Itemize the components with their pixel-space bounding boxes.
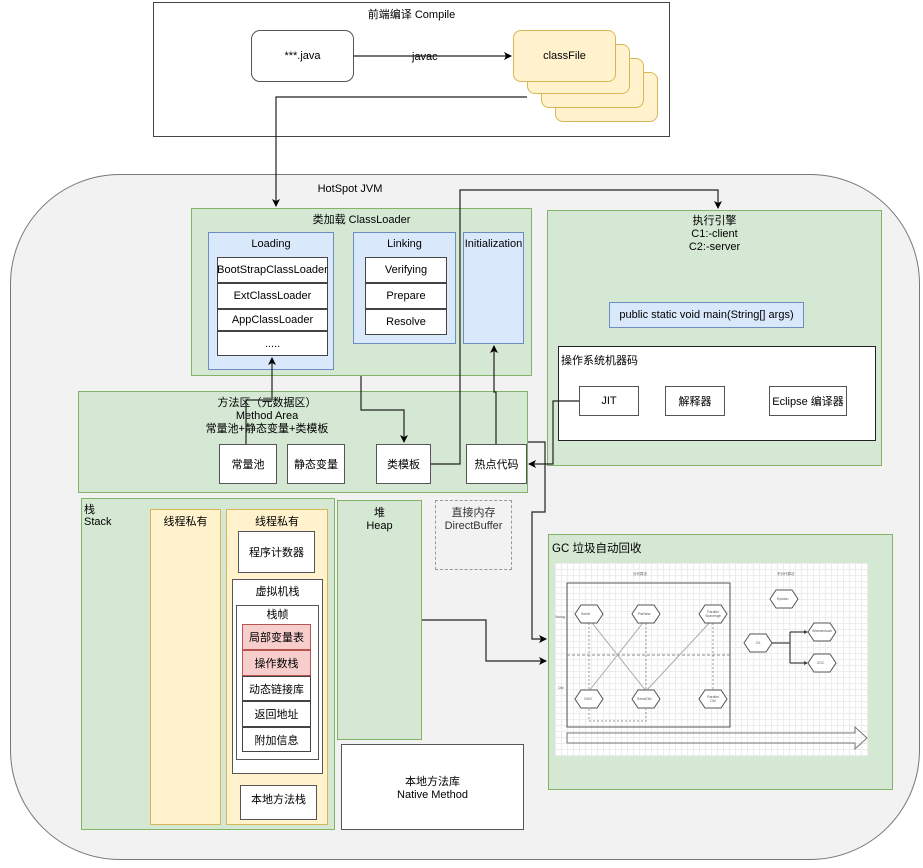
main-method-signature[interactable]: public static void main(String[] args) xyxy=(609,302,804,328)
direct-memory[interactable]: 直接内存 DirectBuffer xyxy=(435,500,512,570)
loader-ext[interactable]: ExtClassLoader xyxy=(217,283,328,309)
gc-title: GC 垃圾自动回收 xyxy=(552,543,642,555)
local-variable-table[interactable]: 局部变量表 xyxy=(242,624,311,650)
hex-serialold xyxy=(631,689,661,709)
hex-parallel-scavenge xyxy=(698,604,728,624)
hotspot-code[interactable]: 热点代码 xyxy=(466,444,527,484)
execution-engine-title: 执行引擎 C1:-client C2:-server xyxy=(688,215,741,253)
jvm-title: HotSpot JVM xyxy=(317,183,383,195)
class-file-box[interactable]: classFile xyxy=(513,30,616,82)
hex-parnew xyxy=(631,604,661,624)
gc-zgc: ZGC xyxy=(817,661,825,665)
constant-pool[interactable]: 常量池 xyxy=(219,444,277,484)
loader-bootstrap[interactable]: BootStrapClassLoader xyxy=(217,257,328,283)
gc-old-label: Old xyxy=(558,686,564,690)
stack-frame-title: 栈帧 xyxy=(266,609,289,621)
loader-more[interactable]: ..... xyxy=(217,331,328,356)
gc-shenandoah: Shenandoah xyxy=(812,629,832,633)
hex-cms xyxy=(574,689,604,709)
loader-app[interactable]: AppClassLoader xyxy=(217,309,328,331)
native-method-stack[interactable]: 本地方法栈 xyxy=(240,785,317,820)
jit-compiler[interactable]: JIT xyxy=(579,386,639,416)
gc-serial: Serial xyxy=(581,612,590,616)
timeline-arrow xyxy=(566,725,868,751)
direct-memory-title: 直接内存 DirectBuffer xyxy=(444,507,503,532)
gc-epsilon: Epsilon xyxy=(777,597,789,601)
javac-label: javac xyxy=(410,51,440,63)
gc-serialold: SerialOld xyxy=(637,697,652,701)
compile-title: 前端编译 Compile xyxy=(367,9,456,21)
additional-info[interactable]: 附加信息 xyxy=(242,727,311,752)
gc-parallel-old: Parallel Old xyxy=(707,695,719,703)
thread-private-column-1: 线程私有 xyxy=(150,509,221,825)
native-method-stack-label: 本地方法栈 xyxy=(251,794,306,806)
gc-generational-label: 分代算法 xyxy=(633,572,647,576)
gc-collectors-diagram xyxy=(566,582,868,751)
gc-cms: CMS xyxy=(584,697,592,701)
method-area-title: 方法区（元数据区） Method Area 常量池+静态变量+类模板 xyxy=(205,397,329,435)
operand-stack[interactable]: 操作数栈 xyxy=(242,650,311,676)
hex-g1 xyxy=(743,633,773,653)
program-counter[interactable]: 程序计数器 xyxy=(238,531,315,573)
hex-epsilon xyxy=(769,589,799,609)
thread-private-label-1: 线程私有 xyxy=(163,516,208,528)
initialization-phase[interactable]: Initialization xyxy=(463,232,524,344)
gc-non-generational-label: 不分代算法 xyxy=(777,572,795,576)
os-machine-code-title: 操作系统机器码 xyxy=(561,355,638,367)
hex-serial xyxy=(574,604,604,624)
java-source-label: ***.java xyxy=(284,50,321,62)
gc-parallel-scavenge: Parallel Scavenge xyxy=(705,610,721,618)
class-template[interactable]: 类模板 xyxy=(376,444,431,484)
native-method-library[interactable]: 本地方法库 Native Method xyxy=(341,744,524,830)
gc-young-label: Young xyxy=(555,615,565,619)
heap-title: 堆 Heap xyxy=(366,507,393,532)
return-address[interactable]: 返回地址 xyxy=(242,701,311,727)
link-resolve[interactable]: Resolve xyxy=(365,309,447,335)
linking-title: Linking xyxy=(387,238,422,250)
vm-stack-title: 虚拟机栈 xyxy=(255,586,300,598)
gc-parnew: ParNew xyxy=(638,612,651,616)
link-verifying[interactable]: Verifying xyxy=(365,257,447,283)
gc-collectors-image: 分代算法 不分代算法 Young Old Serial ParNew Paral… xyxy=(555,563,868,756)
hex-parallel-old xyxy=(698,689,728,709)
gc-g1: G1 xyxy=(756,641,761,645)
java-source-box[interactable]: ***.java xyxy=(251,30,354,82)
eclipse-compiler[interactable]: Eclipse 编译器 xyxy=(769,386,847,416)
class-file-label: classFile xyxy=(543,50,586,62)
heap-area[interactable]: 堆 Heap xyxy=(337,500,422,740)
link-prepare[interactable]: Prepare xyxy=(365,283,447,309)
static-variables[interactable]: 静态变量 xyxy=(287,444,345,484)
thread-private-label-2: 线程私有 xyxy=(255,516,299,528)
stack-title: 栈 Stack xyxy=(84,504,112,528)
initialization-title: Initialization xyxy=(464,238,523,250)
loading-title: Loading xyxy=(251,238,291,250)
class-loader-title: 类加载 ClassLoader xyxy=(312,214,411,226)
dynamic-linking[interactable]: 动态链接库 xyxy=(242,676,311,701)
interpreter[interactable]: 解释器 xyxy=(665,386,725,416)
